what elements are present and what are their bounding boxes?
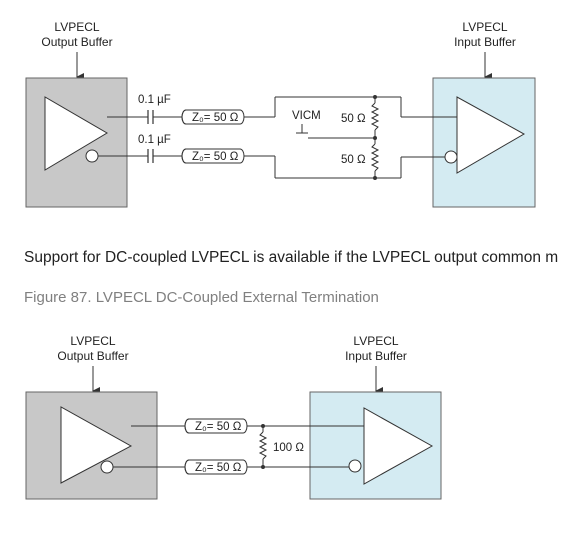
tline-top-label: Z₀= 50 Ω <box>192 112 239 124</box>
capacitor-bottom-label: 0.1 µF <box>138 134 171 146</box>
tline-bottom-label: Z₀= 50 Ω <box>195 462 242 474</box>
input-receiver-triangle <box>363 407 434 485</box>
input-buffer-label-line2: Input Buffer <box>454 35 516 49</box>
capacitor-top-label: 0.1 µF <box>138 94 171 106</box>
tline-top-label: Z₀= 50 Ω <box>195 421 242 433</box>
diagram-dc-coupled: LVPECL Output Buffer LVPECL Input Buffer… <box>25 334 442 500</box>
termination-resistor-bottom <box>370 143 380 172</box>
output-inverting-bubble <box>100 460 114 474</box>
res-label: 100 Ω <box>273 442 304 454</box>
body-paragraph: Support for DC-coupled LVPECL is availab… <box>24 249 559 266</box>
tline-bottom-label: Z₀= 50 Ω <box>192 151 239 163</box>
figure-caption: Figure 87. LVPECL DC-Coupled External Te… <box>24 289 379 306</box>
input-buffer-label-line1: LVPECL <box>462 20 507 34</box>
termination-resistor <box>258 431 268 460</box>
output-driver-triangle <box>60 406 133 484</box>
input-receiver-triangle <box>456 96 526 174</box>
input-inverting-bubble <box>348 459 362 473</box>
res-top-label: 50 Ω <box>341 113 366 125</box>
termination-resistor-top <box>370 102 380 131</box>
vicm-label: VICM <box>292 110 321 122</box>
output-buffer-label-line2: Output Buffer <box>41 35 112 49</box>
output-buffer-label-line1: LVPECL <box>70 334 115 348</box>
output-buffer-label-line2: Output Buffer <box>57 349 128 363</box>
diagram-ac-coupled: LVPECL Output Buffer LVPECL Input Buffer… <box>25 20 536 208</box>
input-buffer-label-line1: LVPECL <box>353 334 398 348</box>
res-bottom-label: 50 Ω <box>341 154 366 166</box>
output-buffer-label-line1: LVPECL <box>54 20 99 34</box>
output-driver-triangle <box>44 96 108 171</box>
input-buffer-label-line2: Input Buffer <box>345 349 407 363</box>
input-inverting-bubble <box>444 150 458 164</box>
output-inverting-bubble <box>85 149 99 163</box>
